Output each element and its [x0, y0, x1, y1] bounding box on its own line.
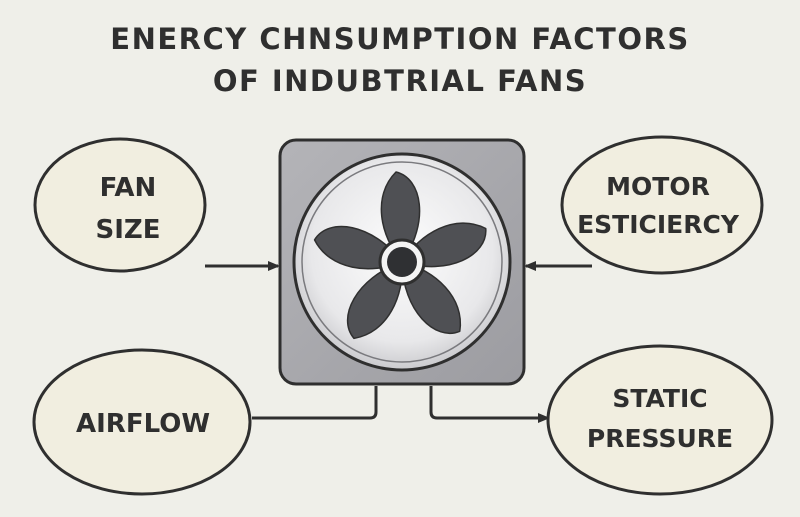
motor-efficiency-line-1: MOTOR: [606, 172, 710, 201]
node-static-pressure: STATIC PRESSURE: [546, 344, 774, 496]
title-line-2: OF INDUBTRIAL FANS: [212, 64, 588, 98]
connector-airflow: [252, 386, 378, 420]
node-motor-efficiency: MOTOR ESTICIERCY: [560, 135, 764, 275]
motor-efficiency-line-2: ESTICIERCY: [577, 210, 740, 239]
static-pressure-line-1: STATIC: [612, 384, 707, 413]
static-pressure-line-2: PRESSURE: [587, 424, 733, 453]
node-airflow: AIRFLOW: [32, 348, 252, 496]
fan-size-line-2: SIZE: [95, 215, 160, 245]
node-fan-size: FAN SIZE: [33, 137, 207, 273]
industrial-fan-icon: [278, 138, 526, 386]
airflow-label: AIRFLOW: [76, 409, 210, 439]
title-line-1: ENERCY CHNSUMPTION FACTORS: [110, 22, 690, 56]
fan-size-line-1: FAN: [100, 173, 157, 203]
connector-static-pressure: [429, 386, 550, 423]
